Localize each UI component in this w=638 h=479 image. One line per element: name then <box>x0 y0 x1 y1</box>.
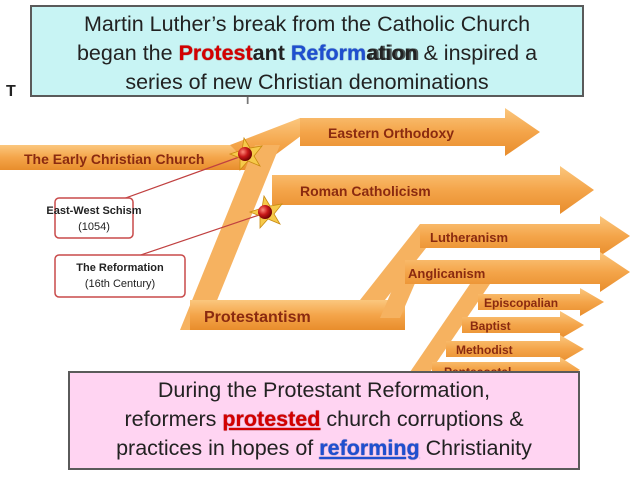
anglican-sub-trunk <box>410 284 490 372</box>
protestantism-arrow <box>190 300 405 330</box>
top-caption-line-2-before: began the <box>76 41 179 65</box>
episcopalian-label: Episcopalian <box>484 296 558 310</box>
schism-event-title: East-West Schism <box>46 205 141 217</box>
top-caption-reform-highlight: Reform <box>290 41 367 65</box>
reformation-connector-line <box>119 213 263 263</box>
reformation-event-year: (16th Century) <box>85 278 155 290</box>
top-caption-ation: ation <box>366 41 418 65</box>
bottom-caption-reforming-highlight: reforming <box>319 436 420 460</box>
early-church-label: The Early Christian Church <box>24 151 204 167</box>
bottom-caption-line-1: During the Protestant Reformation, <box>157 378 491 402</box>
bottom-caption-protested-highlight: protested <box>222 407 321 431</box>
eastern-orthodoxy-arrow <box>300 108 540 156</box>
top-caption-box: Martin Luther’s break from the Catholic … <box>30 5 584 97</box>
baptist-label: Baptist <box>470 319 511 333</box>
bottom-caption-line-3-after: Christianity <box>419 436 532 460</box>
schism-event-year: (1054) <box>78 221 110 233</box>
baptist-arrow <box>462 311 584 339</box>
anglicanism-label: Anglicanism <box>408 266 485 281</box>
diagram-title-fragment-left: T <box>6 83 16 100</box>
bottom-caption-line-3: practices in hopes of reforming Christia… <box>70 434 578 463</box>
anglicanism-arrow <box>405 252 630 292</box>
lutheranism-label: Lutheranism <box>430 230 508 245</box>
bottom-caption-box: During the Protestant Reformation, refor… <box>68 371 580 470</box>
main-trunk <box>180 145 280 330</box>
episcopalian-arrow <box>478 288 604 316</box>
top-caption-line-3: series of new Christian denominations <box>125 70 489 94</box>
protestantism-label: Protestantism <box>204 309 311 326</box>
methodist-label: Methodist <box>456 343 513 357</box>
bottom-caption-line-2-after: church corruptions & <box>320 407 524 431</box>
top-caption-line-1: Martin Luther’s break from the Catholic … <box>83 12 531 36</box>
schism-connector-line <box>119 155 243 201</box>
top-caption-ant: ant <box>252 41 291 65</box>
bottom-caption-line-2-before: reformers <box>124 407 223 431</box>
roman-catholicism-arrow <box>272 166 594 214</box>
reformation-event-box <box>54 254 186 298</box>
top-caption-protest-highlight: Protest <box>178 41 253 65</box>
top-caption-line-2-after: & inspired a <box>417 41 538 65</box>
schism-marker <box>228 136 263 172</box>
top-caption-ation-ghost: ation <box>368 41 420 65</box>
diagram-title-fragment-mid: I <box>246 93 249 107</box>
reformation-event-title: The Reformation <box>76 262 164 274</box>
schism-event-box <box>54 197 134 239</box>
eastern-orthodoxy-label: Eastern Orthodoxy <box>328 125 454 141</box>
bottom-caption-line-3-before: practices in hopes of <box>116 436 320 460</box>
methodist-arrow <box>446 335 584 363</box>
bottom-caption-line-2: reformers protested church corruptions & <box>70 405 578 434</box>
early-church-arrow <box>0 145 255 170</box>
roman-catholicism-label: Roman Catholicism <box>300 183 431 199</box>
lutheranism-arrow <box>420 216 630 256</box>
reformation-marker <box>248 194 283 230</box>
